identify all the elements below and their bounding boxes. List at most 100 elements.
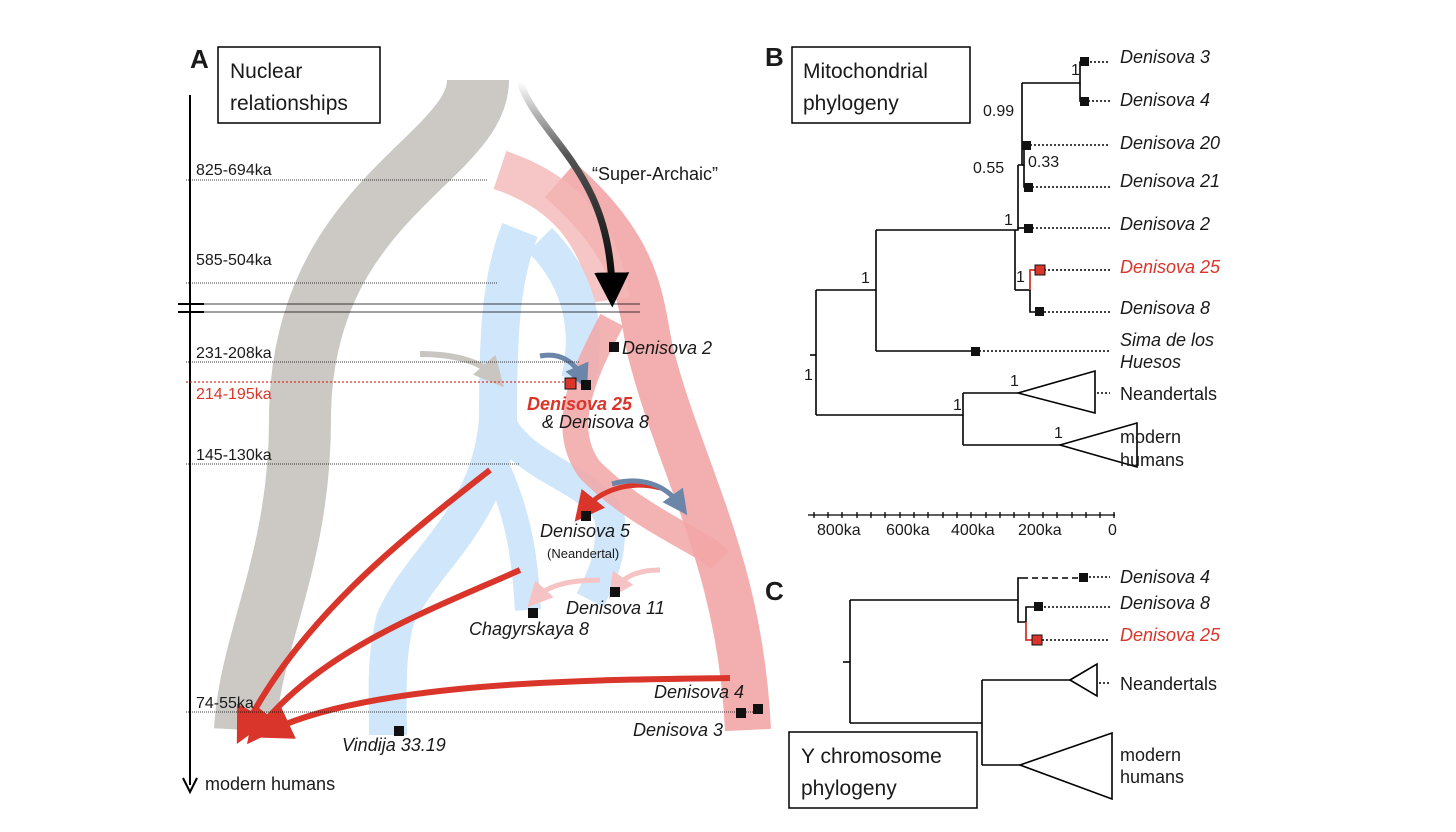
modern-human-lineage-band <box>214 77 509 733</box>
scale-tick-label: 200ka <box>1018 522 1062 539</box>
tip-marker <box>1080 97 1089 106</box>
specimen-marker-highlight <box>564 377 577 390</box>
node-support: 0.99 <box>983 103 1014 120</box>
time-label: 74-55ka <box>196 695 254 712</box>
neandertal-lineage-band <box>368 222 538 736</box>
panel-letter: A <box>190 44 209 74</box>
specimen-marker <box>753 704 763 714</box>
modern-human-clade-triangle <box>1017 731 1113 801</box>
time-label: 145-130ka <box>196 447 272 464</box>
neandertal-chagyrskaya-band <box>486 464 541 611</box>
tip-label: Denisova 4 <box>1120 567 1210 587</box>
gene-flow-arrow <box>539 352 589 390</box>
specimen-label: Denisova 11 <box>566 598 665 618</box>
tip-label: Denisova 21 <box>1120 171 1220 191</box>
time-label-highlight: 214-195ka <box>196 386 272 403</box>
specimen-marker <box>581 511 591 521</box>
panel-title-line: relationships <box>230 92 348 115</box>
tip-label-highlight: Denisova 25 <box>1120 625 1221 645</box>
time-axis-arrowhead <box>182 777 198 795</box>
tip-label: Denisova 2 <box>1120 214 1210 234</box>
tip-leaders <box>1042 576 1110 684</box>
panel-c: C Denisova 4 Denisova 8 Denisov <box>765 567 1221 809</box>
node-support: 1 <box>1004 212 1013 229</box>
specimen-marker <box>581 380 591 390</box>
neandertal-clade-triangle <box>1014 369 1096 415</box>
panel-title-box <box>791 46 971 124</box>
scale-tick-label: 0 <box>1108 522 1117 539</box>
tip-label: Denisova 20 <box>1120 133 1220 153</box>
node-support: 0.55 <box>973 160 1004 177</box>
time-label: 585-504ka <box>196 252 272 269</box>
gene-flow-arrow <box>419 351 504 388</box>
gene-flow-arrow <box>611 478 688 516</box>
tip-label: Denisova 3 <box>1120 47 1210 67</box>
specimen-marker <box>528 608 538 618</box>
tip-label: Huesos <box>1120 352 1181 372</box>
specimen-note: (Neandertal) <box>547 546 619 561</box>
scale-tick-label: 800ka <box>817 522 861 539</box>
mito-tree <box>810 61 1084 446</box>
node-support: 1 <box>861 270 870 287</box>
tip-label: modern <box>1120 427 1181 447</box>
specimen-label: Denisova 2 <box>622 338 712 358</box>
panel-title-box <box>217 46 381 124</box>
specimen-marker <box>394 726 404 736</box>
node-support: 1 <box>1016 269 1025 286</box>
specimen-marker <box>610 587 620 597</box>
node-support: 1 <box>804 367 813 384</box>
tip-label: Denisova 8 <box>1120 593 1210 613</box>
tip-label: Neandertals <box>1120 674 1217 694</box>
tip-leaders <box>979 61 1110 394</box>
gene-flow-arrow <box>527 577 601 608</box>
specimen-label: & Denisova 8 <box>542 412 649 432</box>
tip-label: Denisova 4 <box>1120 90 1210 110</box>
specimen-label: Denisova 3 <box>633 720 723 740</box>
denisova25-branch-highlight <box>1025 622 1034 641</box>
denisovan-lineage-band <box>544 162 771 732</box>
panel-title-box <box>788 731 978 809</box>
time-label: 231-208ka <box>196 345 272 362</box>
tip-marker <box>1022 141 1031 150</box>
node-support: 1 <box>1010 373 1019 390</box>
tip-marker <box>1079 573 1088 582</box>
tip-marker-highlight <box>1031 634 1043 646</box>
specimen-label: Chagyrskaya 8 <box>469 619 589 639</box>
super-archaic-arrow <box>516 80 630 308</box>
tip-marker <box>1080 57 1089 66</box>
gene-flow-arrow <box>236 467 492 745</box>
node-support: 1 <box>953 397 962 414</box>
neandertal-branch-band <box>486 413 626 607</box>
panel-title-line: Y chromosome <box>801 745 942 768</box>
gene-flow-arrow <box>608 567 661 599</box>
specimen-label-highlight: Denisova 25 <box>527 394 633 414</box>
gene-flow-arrow <box>246 567 522 745</box>
tip-marker <box>1034 602 1043 611</box>
y-tree <box>843 577 1070 766</box>
super-archaic-label: “Super-Archaic” <box>592 164 718 184</box>
panel-title-line: phylogeny <box>801 777 897 800</box>
gene-flow-arrow <box>255 675 731 739</box>
tip-label: humans <box>1120 767 1184 787</box>
tip-marker <box>1024 224 1033 233</box>
mito-time-scale <box>808 512 1115 518</box>
specimen-label: Denisova 4 <box>654 682 744 702</box>
tip-label-highlight: Denisova 25 <box>1120 257 1221 277</box>
scale-tick-label: 600ka <box>886 522 930 539</box>
specimen-label: Denisova 5 <box>540 521 631 541</box>
neandertal-clade-triangle <box>1068 662 1098 698</box>
node-support: 0.33 <box>1028 154 1059 171</box>
tip-marker-highlight <box>1034 264 1046 276</box>
scale-tick-label: 400ka <box>951 522 995 539</box>
tip-label: Denisova 8 <box>1120 298 1210 318</box>
node-support: 1 <box>1054 425 1063 442</box>
panel-letter: C <box>765 576 784 606</box>
tip-label: modern <box>1120 745 1181 765</box>
modern-humans-label: modern humans <box>205 774 335 794</box>
specimen-label: Vindija 33.19 <box>342 735 446 755</box>
specimen-marker <box>609 342 619 352</box>
modern-human-clade-triangle <box>1057 421 1138 469</box>
tip-label: Sima de los <box>1120 330 1214 350</box>
panel-title-line: Mitochondrial <box>803 60 928 83</box>
